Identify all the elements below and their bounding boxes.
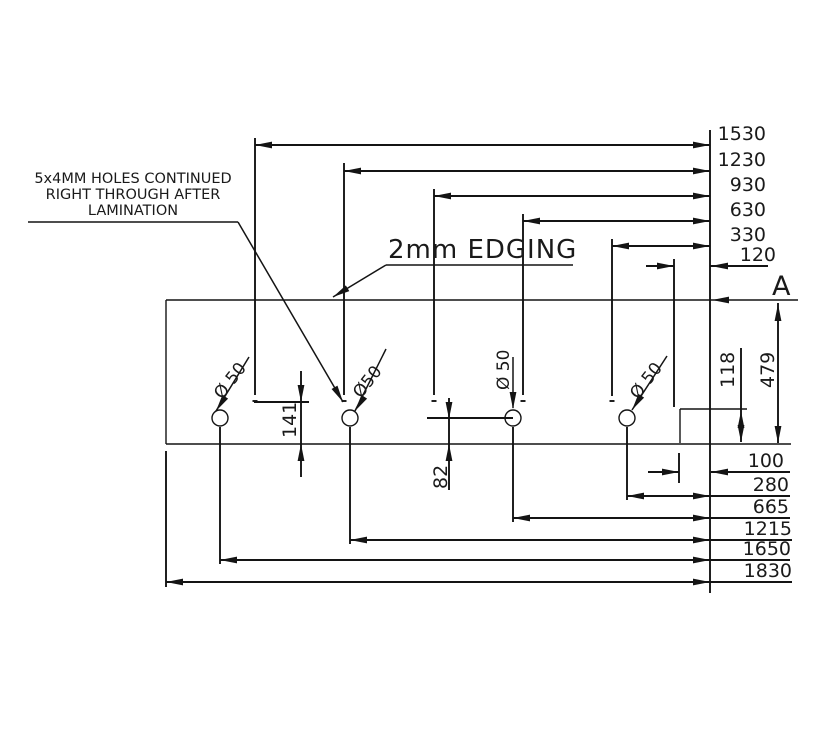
arrow-1530-left (255, 141, 272, 149)
arrow-118-top (737, 411, 745, 428)
arrow-930-left (434, 192, 451, 200)
dim-label-665: 665 (753, 496, 789, 518)
note-text-line3: LAMINATION (88, 203, 178, 219)
dim-label-1230: 1230 (718, 149, 766, 171)
hole2-circle (341, 409, 359, 427)
arrow-1230-left (344, 167, 361, 175)
hole3-circle (504, 409, 522, 427)
dim-label-1530: 1530 (718, 123, 766, 145)
datum-label-a: A (772, 271, 791, 302)
note-leader-diagonal (237, 221, 344, 403)
arrow-100-left (662, 468, 679, 476)
arrow-edging-leader (333, 285, 350, 297)
arrow-280-left (627, 492, 644, 500)
arrow-82-top (445, 402, 453, 419)
dim-label-120: 120 (740, 244, 776, 266)
edging-label: 2mm EDGING (388, 235, 577, 265)
arrow-630-right (693, 217, 710, 225)
note-text-line2: RIGHT THROUGH AFTER (46, 187, 221, 203)
arrow-1650-left (220, 556, 237, 564)
arrow-930-right (693, 192, 710, 200)
dim-label-118: 118 (717, 352, 739, 388)
dim-label-930: 930 (730, 174, 766, 196)
arrow-datum-a (712, 296, 729, 304)
arrow-141-bottom (297, 444, 305, 461)
dim-label-1830: 1830 (744, 560, 792, 582)
dim-label-1215: 1215 (744, 518, 792, 540)
arrow-665-right (693, 514, 710, 522)
arrow-330-right (693, 242, 710, 250)
arrow-1650-right (693, 556, 710, 564)
arrow-630-left (523, 217, 540, 225)
dim-label-82: 82 (430, 465, 452, 489)
arrow-hole3-leader (509, 392, 517, 409)
hole3-diameter-label: Ø 50 (494, 350, 514, 390)
arrow-hole1-leader (216, 394, 229, 411)
dim-label-141: 141 (279, 402, 301, 438)
dim-label-330: 330 (730, 224, 766, 246)
arrow-665-left (513, 514, 530, 522)
dim-label-1650: 1650 (743, 538, 791, 560)
arrow-330-left (612, 242, 629, 250)
hole2-diameter-label: Ø50 (349, 362, 386, 402)
hole1-circle (211, 409, 229, 427)
dim-label-630: 630 (730, 199, 766, 221)
dim-label-100: 100 (748, 450, 784, 472)
dim-label-479: 479 (757, 352, 779, 388)
arrow-hole4-leader (632, 393, 645, 410)
arrow-280-right (693, 492, 710, 500)
arrow-141-top (297, 385, 305, 402)
arrow-120-right (711, 262, 728, 270)
arrow-1830-left (166, 578, 183, 586)
dim-label-280: 280 (753, 474, 789, 496)
arrow-1215-right (693, 536, 710, 544)
arrow-118-bottom (737, 425, 745, 442)
arrow-479-bottom (774, 426, 782, 443)
arrow-1830-right (693, 578, 710, 586)
arrow-hole2-leader (355, 394, 368, 411)
hole1-diameter-label: Ø 50 (210, 359, 251, 403)
arrow-1230-right (693, 167, 710, 175)
arrow-479-top (774, 304, 782, 321)
arrow-120-left (657, 262, 674, 270)
arrow-1215-left (350, 536, 367, 544)
arrow-1530-right (693, 141, 710, 149)
arrow-100-right (711, 468, 728, 476)
note-text-line1: 5x4MM HOLES CONTINUED (34, 171, 231, 187)
hole4-circle (618, 409, 636, 427)
arrow-note-leader (331, 385, 343, 402)
arrow-82-bottom (445, 444, 453, 461)
